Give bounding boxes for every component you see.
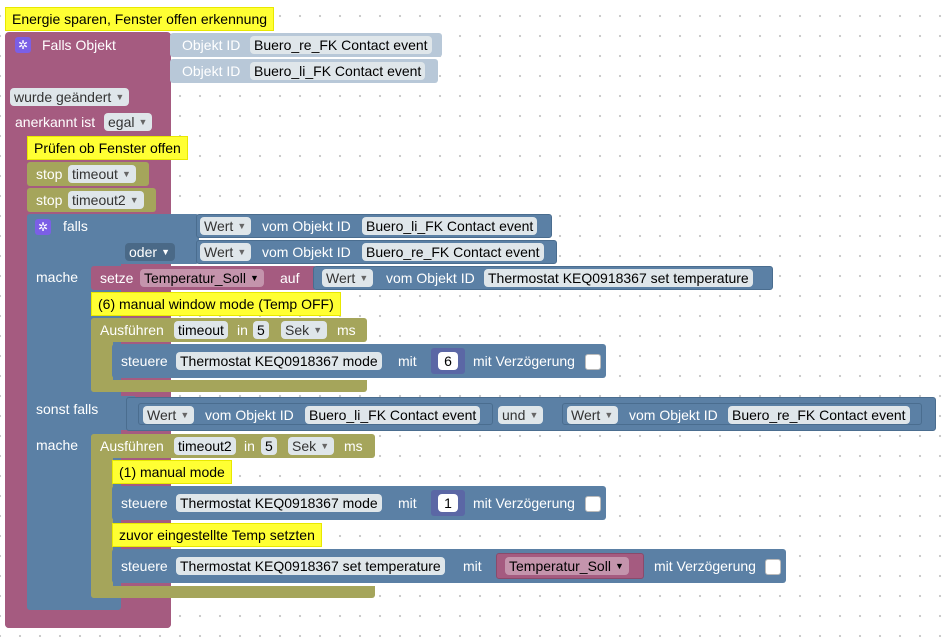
else-if-label: sonst falls (36, 401, 99, 417)
variable-getter-dropdown[interactable]: Temperatur_Soll▼ (505, 557, 629, 575)
unit-dropdown[interactable]: Sek▼ (281, 321, 328, 339)
event-block-bottom (5, 612, 171, 628)
control-object-field-1[interactable]: Thermostat KEQ0918367 mode (176, 352, 382, 370)
delay-checkbox-2[interactable] (585, 496, 601, 512)
changed-dropdown[interactable]: wurde geändert▼ (10, 88, 130, 106)
if-block-header (27, 214, 199, 264)
dropdown-arrow-icon: ▼ (180, 410, 190, 420)
dropdown-arrow-icon: ▼ (115, 92, 125, 102)
dropdown-arrow-icon: ▼ (529, 410, 539, 420)
to-label: auf (280, 270, 300, 286)
of-object-label: vom Objekt ID (386, 270, 475, 286)
timeout2-name-field[interactable]: timeout2 (174, 437, 236, 455)
dropdown-arrow-icon: ▼ (122, 169, 131, 179)
delay-label: mit Verzögerung (473, 353, 575, 369)
dropdown-arrow-icon: ▼ (313, 325, 323, 335)
manual-window-comment[interactable]: (6) manual window mode (Temp OFF) (91, 292, 341, 316)
timeout-block-2-footer (91, 586, 375, 598)
of-object-label: vom Objekt ID (205, 407, 294, 423)
gear-icon[interactable]: ✲ (15, 37, 31, 53)
delay-label: mit Verzögerung (654, 558, 756, 574)
timeout-value-field[interactable]: 5 (253, 321, 269, 339)
number-field-2[interactable]: 1 (438, 494, 458, 512)
control-label: steuere (121, 495, 168, 511)
control-label: steuere (121, 353, 168, 369)
if-block-elseif-row (27, 396, 135, 430)
dropdown-arrow-icon: ▼ (615, 561, 624, 571)
value-dropdown[interactable]: Wert▼ (200, 217, 252, 235)
of-object-label: vom Objekt ID (262, 244, 351, 260)
timeout2-value-field[interactable]: 5 (261, 437, 277, 455)
object-id-field-1[interactable]: Buero_re_FK Contact event (250, 36, 432, 54)
gear-icon[interactable]: ✲ (35, 219, 51, 235)
value-dropdown[interactable]: Wert▼ (567, 406, 619, 424)
execute-label: Ausführen (100, 438, 164, 454)
dropdown-arrow-icon: ▼ (250, 273, 259, 283)
condition-object-field-2[interactable]: Buero_re_FK Contact event (362, 243, 544, 261)
value-dropdown[interactable]: Wert▼ (143, 406, 195, 424)
or-dropdown[interactable]: oder▼ (125, 243, 176, 261)
with-label: mit (463, 558, 482, 574)
value-dropdown[interactable]: Wert▼ (322, 269, 374, 287)
control-object-field-3[interactable]: Thermostat KEQ0918367 set temperature (176, 557, 445, 575)
with-label: mit (398, 353, 417, 369)
set-label: setze (100, 270, 134, 286)
of-object-label: vom Objekt ID (262, 218, 351, 234)
ack-label: anerkannt ist (15, 114, 96, 130)
value-dropdown[interactable]: Wert▼ (200, 243, 252, 261)
dropdown-arrow-icon: ▼ (359, 273, 369, 283)
and-dropdown[interactable]: und▼ (498, 406, 544, 424)
timeout-block-1-footer (91, 380, 367, 392)
unit-dropdown[interactable]: Sek▼ (288, 437, 335, 455)
dropdown-arrow-icon: ▼ (161, 247, 171, 257)
stop-label: stop (36, 166, 63, 182)
of-object-label: vom Objekt ID (629, 407, 718, 423)
stop-timeout2-dropdown[interactable]: timeout2▼ (68, 191, 144, 209)
variable-dropdown[interactable]: Temperatur_Soll▼ (140, 269, 264, 287)
dropdown-arrow-icon: ▼ (320, 441, 330, 451)
control-object-field-2[interactable]: Thermostat KEQ0918367 mode (176, 494, 382, 512)
ms-label: ms (337, 322, 356, 338)
trigger-label: Falls Objekt (42, 37, 116, 53)
restore-comment[interactable]: zuvor eingestellte Temp setzten (112, 523, 322, 547)
manual-mode-comment[interactable]: (1) manual mode (112, 460, 232, 484)
then-label: mache (36, 437, 79, 453)
in-label: in (244, 438, 255, 454)
ms-label: ms (344, 438, 363, 454)
dropdown-arrow-icon: ▼ (237, 221, 247, 231)
if-label: falls (63, 218, 88, 234)
number-field-1[interactable]: 6 (438, 352, 458, 370)
control-label: steuere (121, 558, 168, 574)
dropdown-arrow-icon: ▼ (237, 247, 247, 257)
dropdown-arrow-icon: ▼ (129, 195, 139, 205)
set-object-field[interactable]: Thermostat KEQ0918367 set temperature (484, 269, 753, 287)
elseif-object-field-2[interactable]: Buero_re_FK Contact event (728, 406, 910, 424)
then-label: mache (36, 269, 79, 285)
set-variable-block[interactable] (91, 266, 317, 290)
execute-label: Ausführen (100, 322, 164, 338)
timeout-name-field[interactable]: timeout (174, 321, 228, 339)
title-comment[interactable]: Energie sparen, Fenster offen erkennung (5, 7, 275, 31)
ack-dropdown[interactable]: egal▼ (104, 113, 153, 131)
delay-checkbox-1[interactable] (585, 354, 601, 370)
variable-getter-block[interactable] (496, 553, 644, 579)
in-label: in (237, 322, 248, 338)
with-label: mit (398, 495, 417, 511)
object-id-label: Objekt ID (182, 63, 241, 79)
elseif-object-field-1[interactable]: Buero_li_FK Contact event (305, 406, 481, 424)
delay-label: mit Verzögerung (473, 495, 575, 511)
condition-object-field-1[interactable]: Buero_li_FK Contact event (362, 217, 538, 235)
stop-timeout-dropdown[interactable]: timeout▼ (68, 165, 136, 183)
dropdown-arrow-icon: ▼ (604, 410, 614, 420)
stop-label: stop (36, 192, 63, 208)
dropdown-arrow-icon: ▼ (138, 117, 148, 127)
object-id-field-2[interactable]: Buero_li_FK Contact event (250, 62, 426, 80)
timeout-block-2[interactable] (91, 434, 113, 598)
check-comment[interactable]: Prüfen ob Fenster offen (27, 136, 188, 160)
delay-checkbox-3[interactable] (765, 559, 781, 575)
object-id-label: Objekt ID (182, 37, 241, 53)
